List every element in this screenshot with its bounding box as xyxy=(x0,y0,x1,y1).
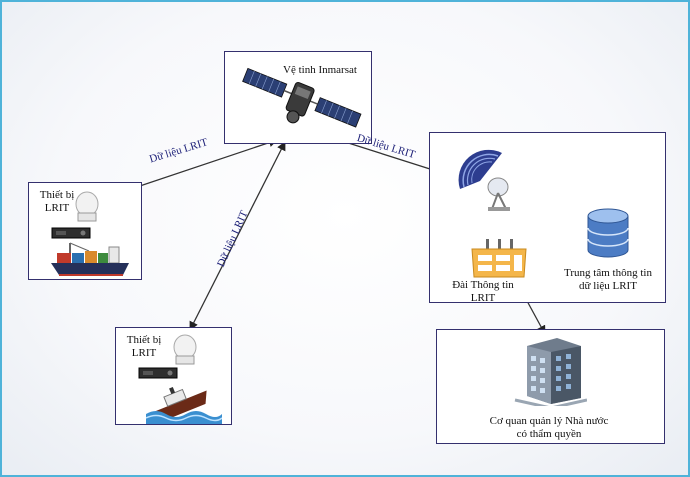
station-label-line1: Đài Thông tin xyxy=(452,279,514,291)
cargo-ship-icon xyxy=(51,242,129,276)
database-icon xyxy=(587,208,629,258)
authority-label-line2: có thẩm quyền xyxy=(516,428,582,440)
data-center-label-line2: dữ liệu LRIT xyxy=(579,280,637,292)
station-box: Đài Thông tin LRIT Trung tâm thông tin d… xyxy=(429,132,666,305)
satellite-box: Vệ tinh Inmarsat xyxy=(224,51,372,144)
satellite-icon xyxy=(242,67,362,128)
authority-label-line1: Cơ quan quản lý Nhà nước xyxy=(489,415,609,427)
ship2-label-line2: LRIT xyxy=(131,347,157,359)
ship1-label-line2: LRIT xyxy=(44,202,70,214)
ship1-label-line1: Thiết bị xyxy=(39,189,75,201)
authority-label: Cơ quan quản lý Nhà nước có thẩm quyền xyxy=(459,415,639,441)
station-label: Đài Thông tin LRIT xyxy=(439,279,527,305)
ship2-label: Thiết bị LRIT xyxy=(119,334,169,360)
edge-sat-ship2 xyxy=(189,141,286,331)
transceiver-icon xyxy=(138,367,178,379)
station-label-line2: LRIT xyxy=(470,292,496,304)
ship2-label-line1: Thiết bị xyxy=(126,334,162,346)
ship1-box: Thiết bị LRIT xyxy=(28,182,142,280)
radome-antenna-icon xyxy=(75,191,99,222)
authority-box: Cơ quan quản lý Nhà nước có thẩm quyền xyxy=(436,329,665,444)
sinking-ship-icon xyxy=(146,386,222,424)
office-building-icon xyxy=(514,338,587,406)
satellite-label: Vệ tinh Inmarsat xyxy=(283,64,357,76)
data-center-label: Trung tâm thông tin dữ liệu LRIT xyxy=(552,267,664,293)
radome-antenna-icon xyxy=(173,334,197,365)
satellite-dish-icon xyxy=(458,149,510,211)
ship2-box: Thiết bị LRIT xyxy=(115,327,232,425)
transceiver-icon xyxy=(51,227,91,239)
data-center-label-line1: Trung tâm thông tin xyxy=(564,267,652,279)
ship1-label: Thiết bị LRIT xyxy=(32,189,82,215)
station-building-icon xyxy=(471,239,527,278)
